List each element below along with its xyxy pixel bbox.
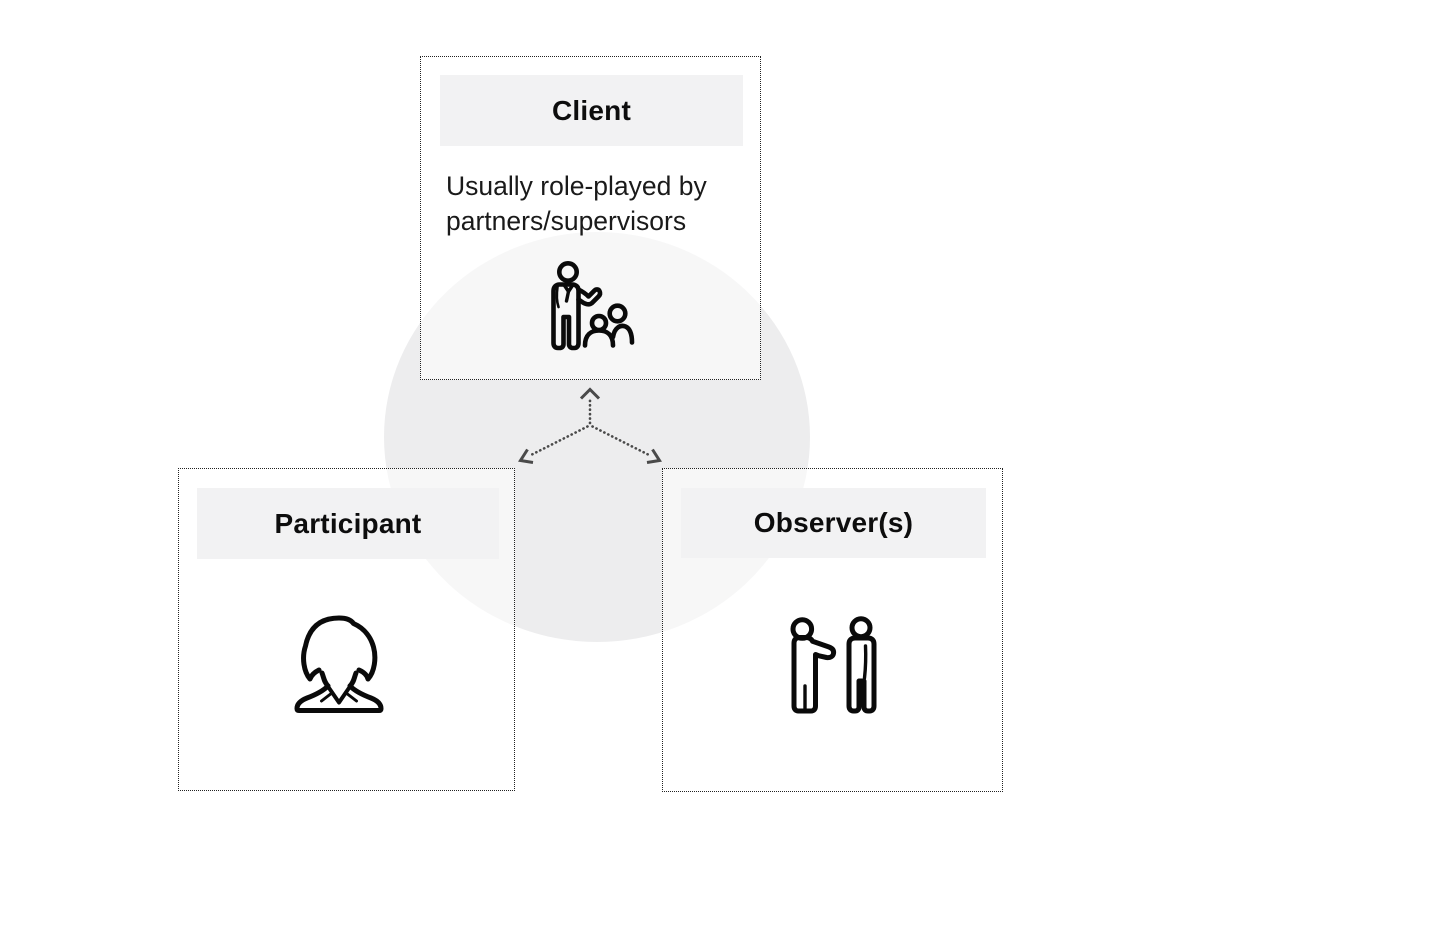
node-client-description: Usually role-played by partners/supervis… [446, 169, 740, 239]
node-participant-header: Participant [197, 488, 499, 559]
node-client: Client Usually role-played by partners/s… [420, 56, 761, 380]
node-observers: Observer(s) [662, 468, 1003, 792]
arrow-line-to-participant [528, 425, 589, 457]
woman-bust-icon [289, 613, 389, 718]
arrowhead-left-icon [518, 448, 534, 464]
node-observers-header: Observer(s) [681, 488, 986, 558]
node-observers-title: Observer(s) [753, 507, 914, 538]
node-participant-title: Participant [274, 507, 422, 539]
arrowhead-up-icon [579, 387, 601, 400]
presenter-with-audience-icon [541, 251, 641, 351]
node-participant: Participant [178, 468, 515, 791]
node-client-description-line1: Usually role-played by [446, 171, 707, 201]
node-client-header: Client [440, 75, 743, 146]
two-people-standing-icon [784, 609, 884, 724]
connector-arrows [470, 380, 710, 475]
node-client-description-line2: partners/supervisors [446, 206, 687, 236]
arrow-line-to-observers [591, 425, 652, 457]
arrowhead-right-icon [646, 448, 662, 464]
node-client-title: Client [552, 94, 631, 126]
